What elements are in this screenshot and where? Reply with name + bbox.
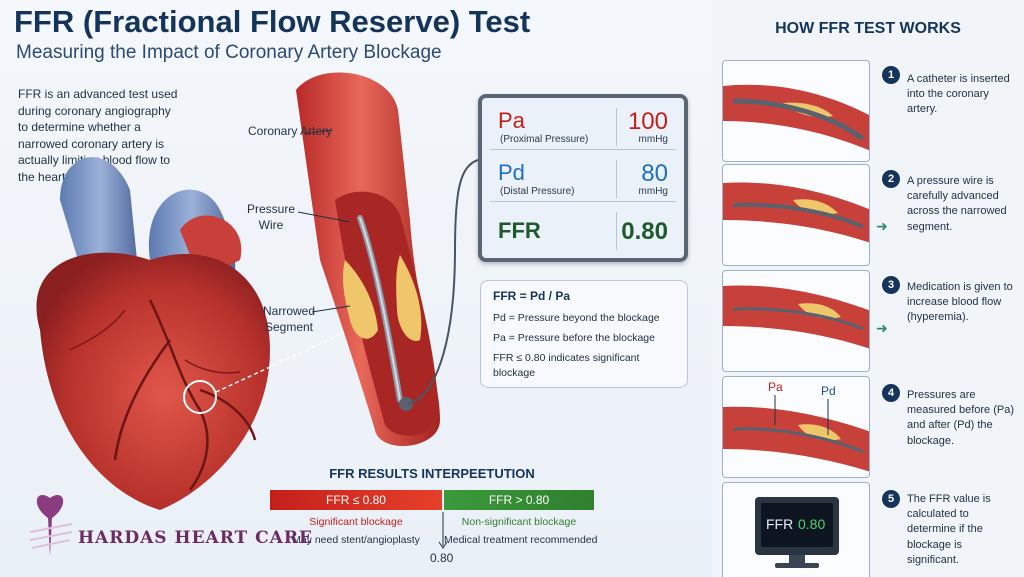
formula-line-threshold: FFR ≤ 0.80 indicates significant blockag… (493, 352, 640, 379)
ffr-value: 0.80 (621, 218, 668, 245)
step-4-text: Pressures are measured before (Pa) and a… (907, 389, 1014, 447)
coronary-fine-branches (69, 309, 241, 374)
step-1-number: 1 (882, 66, 900, 84)
pressure-wire-highlight (359, 217, 401, 401)
leader-wire (297, 211, 351, 223)
zoom-dashed-line (215, 329, 351, 393)
result-medical-text: Medical treatment recommended (444, 534, 598, 546)
leader-narrowed (311, 305, 351, 313)
monitor-row-pd: Pd (Distal Pressure) 80 mmHg (490, 156, 676, 202)
step-2-number: 2 (882, 170, 900, 188)
step-5-text: The FFR value is calculated to determine… (907, 493, 991, 566)
leader-coronary (303, 129, 333, 135)
heart-artery-illustration (29, 72, 479, 556)
result-stent-text: May need stent/angioplasty (292, 534, 420, 546)
formula-box: FFR = Pd / Pa Pd = Pressure beyond the b… (480, 280, 688, 388)
threshold-marker-icon (438, 512, 448, 549)
step-1-text: A catheter is inserted into the coronary… (907, 73, 1010, 116)
step-2-arrow-icon: ➜ (876, 218, 888, 234)
step-3-text: Medication is given to increase blood fl… (907, 281, 1013, 324)
step-3-image (722, 270, 870, 372)
label-pressure-wire: Pressure Wire (246, 202, 296, 232)
plaque-right (396, 255, 422, 341)
step-5-image (722, 482, 870, 577)
plaque-left (342, 260, 378, 339)
pa-symbol: Pa (498, 108, 525, 133)
page-title: FFR (Fractional Flow Reserve) Test (14, 4, 531, 39)
heart-body (36, 252, 270, 510)
step-4-number: 4 (882, 384, 900, 402)
step-1-image (722, 60, 870, 162)
page-subtitle: Measuring the Impact of Coronary Artery … (16, 42, 442, 63)
step-3-number: 3 (882, 276, 900, 294)
coronary-branches (113, 299, 257, 491)
heart-care-logo (36, 494, 64, 556)
results-title: FFR RESULTS INTERPEETUTION (329, 466, 535, 481)
pd-unit: mmHg (638, 186, 668, 197)
brand-name: HARDAS HEART CARE (78, 528, 313, 548)
pa-value: 100 (627, 108, 668, 135)
monitor-cable (407, 159, 479, 405)
result-nonsignificant-text: Non-significant blockage (461, 516, 577, 528)
step-2-text: A pressure wire is carefully advanced ac… (907, 175, 1007, 233)
ffr-label: FFR (498, 218, 541, 243)
step-4-image (722, 376, 870, 478)
result-bar-significant: FFR ≤ 0.80 (270, 490, 442, 510)
pd-value: 80 (641, 160, 668, 187)
monitor-row-pa: Pa (Proximal Pressure) 100 mmHg (490, 104, 676, 150)
pressure-monitor: Pa (Proximal Pressure) 100 mmHg Pd (Dist… (478, 94, 688, 262)
pa-unit: mmHg (638, 134, 668, 145)
result-bar-nonsignificant: FFR > 0.80 (444, 490, 594, 510)
step-4-pd-label: Pd (821, 384, 836, 398)
label-coronary-artery: Coronary Artery (248, 124, 333, 138)
step-5-number: 5 (882, 490, 900, 508)
threshold-value: 0.80 (430, 551, 454, 565)
monitor-row-ffr: FFR 0.80 (490, 208, 676, 254)
wire-tip (399, 397, 413, 411)
pa-description: (Proximal Pressure) (500, 134, 589, 145)
formula-line-pd: Pd = Pressure beyond the blockage (493, 312, 660, 324)
step-4-pa-label: Pa (768, 380, 783, 394)
logo-stripes (29, 523, 73, 549)
highlight-circle (183, 380, 217, 414)
step-5-screen-value: 0.80 (798, 516, 826, 532)
result-significant-text: Significant blockage (309, 516, 403, 528)
formula-title: FFR = Pd / Pa (493, 289, 571, 303)
pd-description: (Distal Pressure) (500, 186, 575, 197)
pd-symbol: Pd (498, 160, 525, 185)
step-2-image (722, 164, 870, 266)
formula-line-pa: Pa = Pressure before the blockage (493, 332, 655, 345)
label-narrowed-segment: Narrowed Segment (262, 304, 316, 334)
step-5-screen-label: FFR (766, 516, 794, 532)
how-title: HOW FFR TEST WORKS (775, 20, 961, 37)
step-3-arrow-icon: ➜ (876, 320, 888, 336)
